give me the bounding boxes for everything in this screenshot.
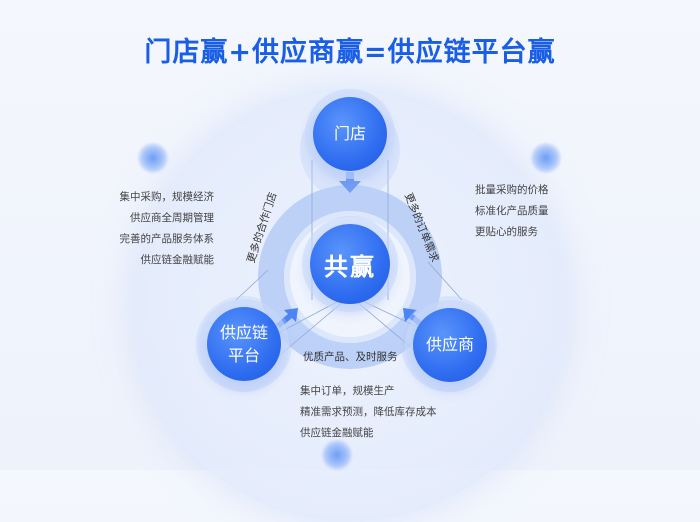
page-title: 门店赢+供应商赢=供应链平台赢 (144, 37, 556, 68)
diagram-canvas: 门店赢+供应商赢=供应链平台赢 更多的合作门店 更多的订单需求 优质产品、及时服… (120, 37, 567, 522)
glow-dot-bottom (322, 440, 352, 470)
store-node-label: 门店 (333, 124, 366, 144)
description-line: 供应链金融赋能 (140, 254, 215, 266)
description-line: 标准化产品质量 (475, 205, 549, 217)
supplier-benefit-description: 集中订单，规模生产 精准需求预测，降低库存成本 供应链金融赋能 (300, 381, 437, 444)
supplier-node-label: 供应商 (425, 335, 474, 355)
supplier-node: 供应商 (413, 308, 487, 382)
platform-node-label-line1: 供应链 (219, 322, 268, 342)
arrow-up-right-icon (276, 308, 298, 328)
store-node: 门店 (313, 97, 387, 171)
platform-node-label-line2: 平台 (227, 346, 260, 365)
platform-description: 集中采购，规模经济 供应商全周期管理 完善的产品服务体系 供应链金融赋能 (120, 187, 215, 271)
description-line: 供应链金融赋能 (300, 427, 374, 439)
arrow-down-icon (339, 172, 361, 193)
center-node-label: 共赢 (324, 252, 376, 281)
glow-dot-right (531, 143, 561, 173)
center-node: 共赢 (310, 224, 390, 304)
description-line: 完善的产品服务体系 (119, 233, 215, 245)
description-line: 集中采购，规模经济 (119, 191, 215, 203)
description-line: 集中订单，规模生产 (300, 385, 395, 397)
description-line: 更贴心的服务 (475, 226, 538, 238)
description-line: 供应商全周期管理 (130, 212, 214, 224)
arc-label-bottom: 优质产品、及时服务 (303, 351, 398, 363)
description-line: 精准需求预测，降低库存成本 (300, 406, 437, 418)
description-line: 批量采购的价格 (475, 184, 549, 196)
platform-node: 供应链 平台 (207, 307, 281, 381)
glow-dot-left (138, 143, 168, 173)
store-benefit-description: 批量采购的价格 标准化产品质量 更贴心的服务 (475, 180, 549, 243)
